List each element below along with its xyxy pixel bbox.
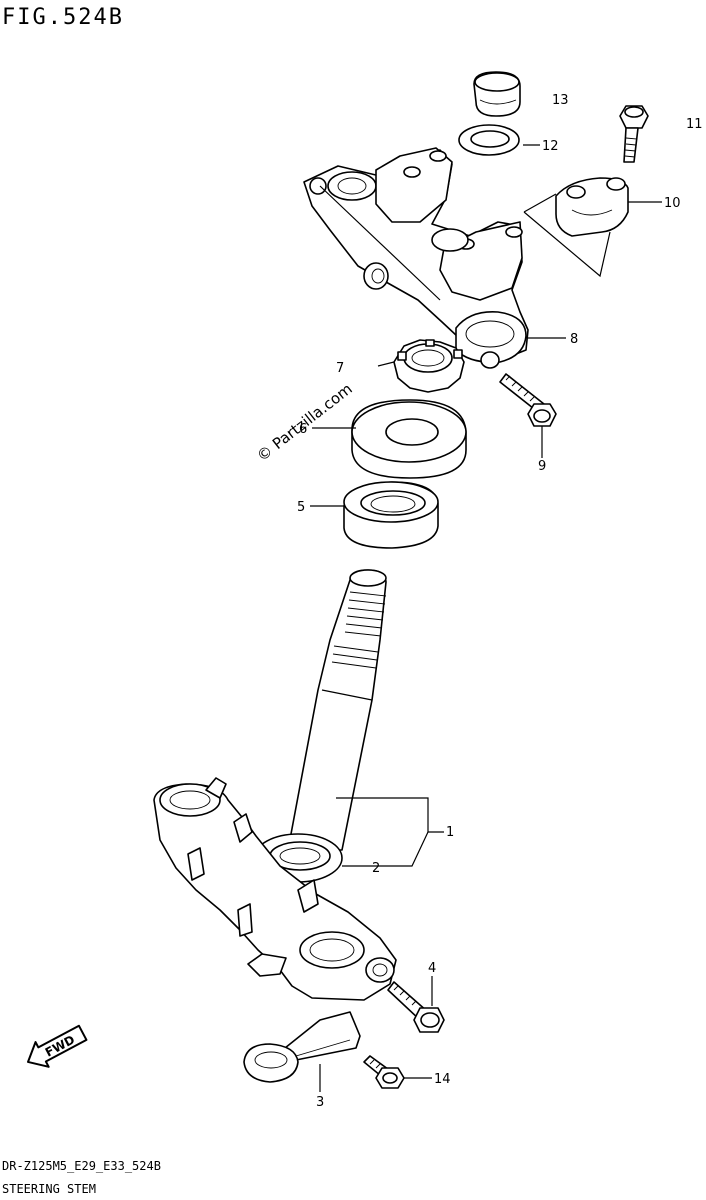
callout-9: 9 [538,459,546,474]
part-11-bolt [619,105,649,163]
part-9-bolt [499,373,557,427]
callout-4: 4 [428,961,436,976]
callout-2: 2 [372,861,380,876]
callout-11: 11 [686,117,703,132]
callout-1: 1 [446,825,454,840]
part-6-washer [351,399,467,479]
callout-13: 13 [552,93,569,108]
callout-7: 7 [336,361,344,376]
callout-8: 8 [570,332,578,347]
part-3-guide [243,1011,361,1083]
section-title: STEERING STEM [2,1182,96,1196]
callout-5: 5 [297,500,305,515]
fwd-arrow-icon: FWD [26,1024,88,1068]
callout-14: 14 [434,1072,451,1087]
callout-10: 10 [664,196,681,211]
figure-title: FIG.524B [2,5,124,30]
part-4-bolt [387,981,445,1033]
callout-3: 3 [316,1095,324,1110]
part-1-steering-stem [287,569,387,851]
part-13-cap [473,71,521,117]
model-code: DR-Z125M5_E29_E33_524B [2,1159,161,1173]
part-8-upper-bracket [303,147,529,369]
callout-12: 12 [542,139,559,154]
part-5-bearing [343,481,439,549]
part-14-bolt [363,1055,405,1089]
part-1-lower-bracket [153,777,397,1001]
callout-6: 6 [299,422,307,437]
part-10-clamp [555,177,629,237]
part-12-washer [458,124,520,156]
leader-lines [310,144,662,1092]
part-10-rear-outline [523,193,611,278]
part-7-nut [393,339,465,393]
